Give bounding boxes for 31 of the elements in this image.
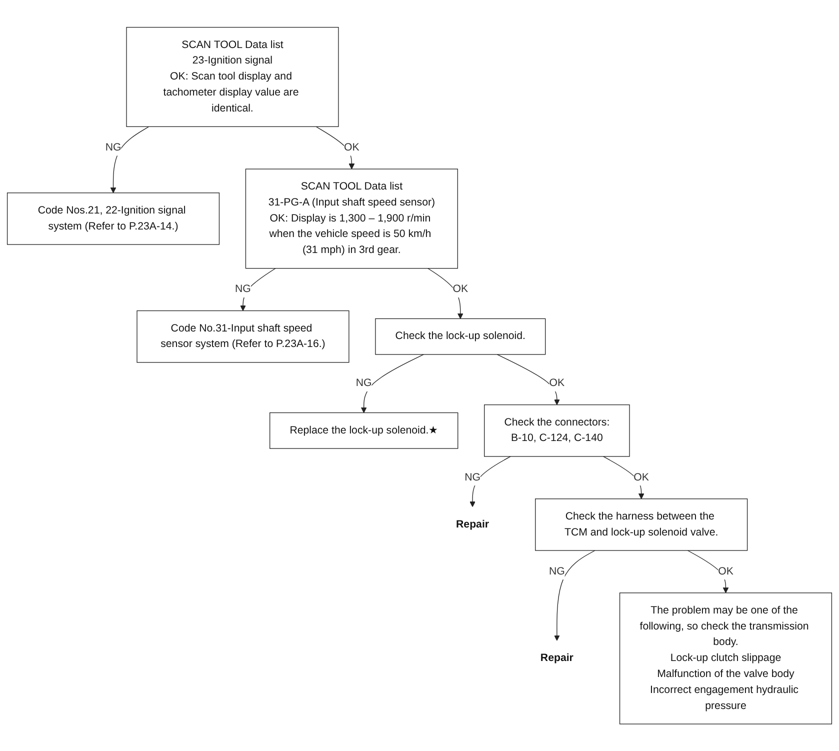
- edge-label: OK: [549, 377, 565, 389]
- node-box: Replace the lock-up solenoid.★: [270, 412, 458, 449]
- node-text: Repair: [456, 518, 490, 530]
- arrow: [110, 126, 150, 193]
- edge-label: NG: [105, 142, 122, 153]
- arrow: [602, 456, 644, 499]
- arrow: [428, 268, 464, 319]
- edge-label: OK: [452, 283, 468, 295]
- arrow: [240, 268, 276, 311]
- edge-label: NG: [464, 472, 480, 483]
- node-box: Check the connectors: B-10, C-124, C-140: [484, 404, 630, 457]
- node-box: SCAN TOOL Data list 31-PG-A (Input shaft speed sensor) OK: Display is 1,300 – 1,900 r/min when the vehicle speed is 50 km/h (31 mph) in 3rd gear.: [245, 168, 458, 269]
- edge-label: NG: [356, 377, 372, 389]
- node-box: SCAN TOOL Data list 23-Ignition signal OK: Scan tool display and tachometer display value are identical.: [126, 26, 339, 127]
- node-box: Check the lock-up solenoid.: [375, 318, 546, 355]
- arrow: [316, 126, 355, 170]
- arrow: [554, 550, 596, 641]
- node-box: Code No.31-Input shaft speed sensor system (Refer to P.23A-16.): [136, 310, 350, 363]
- arrow: [360, 354, 424, 413]
- edge-label: OK: [634, 472, 649, 483]
- node-box: The problem may be one of the following, so check the transmission body. Lock-up clutch slippage Malfunction of the valve body Incorrect engagement hydraulic pressure: [619, 592, 832, 724]
- arrow: [470, 456, 511, 507]
- node-box: Check the harness between the TCM and lock-up solenoid valve.: [535, 498, 748, 551]
- arrow: [496, 354, 560, 405]
- edge-label: OK: [344, 142, 360, 153]
- arrow: [687, 550, 729, 593]
- node-box: Code Nos.21, 22-Ignition signal system (Refer to P.23A-14.): [6, 192, 220, 245]
- edge-label: OK: [718, 566, 734, 577]
- edge-label: NG: [548, 566, 565, 577]
- node-text: Repair: [540, 652, 574, 664]
- edge-label: NG: [235, 283, 251, 295]
